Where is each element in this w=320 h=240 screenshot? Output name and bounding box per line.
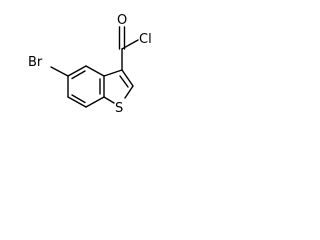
double-bond-c3-c2 [119, 75, 129, 88]
bond-c3a-c4 [85, 65, 105, 77]
bond-c3a-c3 [103, 69, 123, 77]
benzene-ring [67, 65, 105, 108]
oxygen-label: O [117, 13, 127, 28]
double-bond-c4-c5 [71, 70, 86, 80]
bond-s1-c7a [103, 96, 115, 104]
double-bond-c6-c7 [71, 94, 86, 104]
bromine-label: Br [28, 55, 43, 70]
bond-c6-c7 [67, 96, 87, 108]
bond-c3-c2 [121, 69, 134, 87]
carbonyl-chloride-group [118, 26, 139, 71]
bond-c4-c5 [67, 65, 87, 77]
chemical-structure: Br Cl O S [28, 13, 152, 116]
bond-c2-s1 [124, 85, 134, 99]
bond-c5-bromine [50, 66, 69, 77]
sulfur-label: S [115, 101, 123, 116]
thiophene-ring [103, 69, 134, 104]
chlorine-label: Cl [139, 32, 152, 47]
bond-c7-c7a [85, 96, 105, 108]
